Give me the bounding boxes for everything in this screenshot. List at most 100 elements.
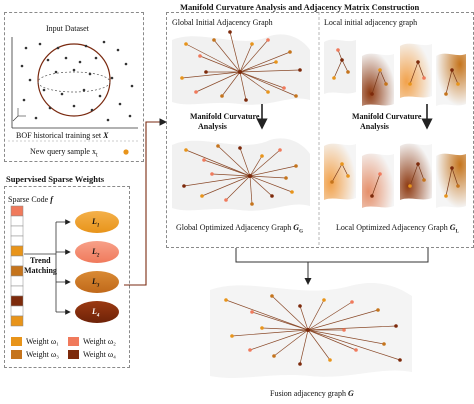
graph-edge: [249, 165, 297, 177]
graph-node: [250, 310, 254, 314]
graph-edge: [239, 147, 251, 177]
input-dataset-panel: [4, 12, 144, 162]
graph-edge: [199, 55, 241, 73]
graph-edge: [239, 71, 247, 101]
graph-node: [180, 76, 184, 80]
graph-edge: [239, 71, 297, 97]
analysis-right-1: Manifold Curvature: [352, 112, 422, 121]
library-l4-label: L4: [92, 307, 100, 319]
graph-node: [342, 328, 346, 332]
graph-node: [182, 184, 186, 188]
graph-edge: [299, 329, 309, 365]
library-l3-label: L3: [92, 277, 100, 289]
graph-node: [270, 194, 274, 198]
graph-edge: [239, 71, 269, 93]
global-initial-label: Global Initial Adjacency Graph: [172, 18, 273, 27]
graph-node: [284, 176, 288, 180]
graph-node: [260, 326, 264, 330]
graph-node: [266, 38, 270, 42]
graph-node: [250, 202, 254, 206]
graph-edge: [307, 325, 397, 331]
graph-node: [272, 354, 276, 358]
graph-edge: [239, 39, 269, 73]
global-initial-graph: [172, 30, 310, 105]
graph-edge: [307, 299, 325, 331]
graph-edge: [299, 305, 309, 331]
graph-edge: [307, 329, 357, 351]
graph-node: [216, 144, 220, 148]
graph-edge: [249, 155, 263, 177]
analysis-left-2: Analysis: [198, 122, 227, 131]
graph-node: [294, 164, 298, 168]
local-initial-label: Local initial adjacency graph: [324, 18, 418, 27]
input-dataset-plot: [8, 37, 140, 155]
global-optimized-label: Global Optimized Adjacency Graph GG: [176, 223, 303, 235]
graph-center-node: [238, 70, 242, 74]
graph-node: [224, 198, 228, 202]
legend-weight-2: Weight ω₂: [83, 337, 116, 346]
graph-node: [328, 358, 332, 362]
graph-node: [204, 70, 208, 74]
graph-edge: [213, 39, 241, 73]
sparse-weights-title: Supervised Sparse Weights: [6, 174, 105, 184]
graph-node: [322, 298, 326, 302]
graph-edge: [225, 299, 309, 331]
graph-edge: [249, 175, 253, 205]
graph-edge: [185, 149, 251, 177]
graph-edge: [239, 71, 285, 89]
graph-node: [210, 172, 214, 176]
training-set-label: BOF historical training set X: [16, 131, 109, 140]
manifold-title: Manifold Curvature Analysis and Adjacenc…: [180, 2, 420, 12]
graph-node: [230, 334, 234, 338]
library-ellipses: [75, 211, 119, 323]
graph-edge: [239, 61, 277, 73]
graph-edge: [273, 329, 309, 357]
graph-edge: [307, 309, 379, 331]
sparse-code-cell: [10, 315, 24, 327]
local-optimized-label: Local Optimized Adjacency Graph GL: [336, 223, 459, 235]
library-l1-label: L1: [92, 217, 100, 229]
legend-weight-1: Weight ω₁: [26, 337, 59, 346]
global-optimized-graph: [172, 138, 310, 211]
legend-weight-4: Weight ω₄: [83, 350, 116, 359]
graph-center-node: [306, 328, 310, 332]
graph-edge: [181, 71, 241, 79]
graph-edge: [183, 175, 251, 187]
graph-node: [184, 148, 188, 152]
graph-node: [354, 348, 358, 352]
trend-matching-label-1: Trend: [30, 256, 51, 265]
graph-edge: [221, 71, 241, 97]
query-sample-label: New query sample xt: [30, 147, 98, 159]
fusion-connector: [235, 248, 429, 285]
library-l2-label: L2: [92, 247, 100, 259]
graph-edge: [195, 71, 241, 93]
graph-edge: [249, 329, 309, 351]
fusion-graph-label: Fusion adjacency graph G: [270, 389, 354, 398]
graph-node: [198, 54, 202, 58]
graph-edge: [249, 175, 293, 193]
graph-node: [238, 146, 242, 150]
graph-node: [260, 154, 264, 158]
graph-edge: [203, 159, 251, 177]
graph-node: [282, 86, 286, 90]
local-optimized-tiles: [324, 143, 466, 208]
graph-node: [298, 304, 302, 308]
graph-node: [394, 324, 398, 328]
graph-edge: [307, 329, 385, 345]
graph-edge: [249, 175, 273, 197]
graph-node: [376, 308, 380, 312]
graph-node: [270, 294, 274, 298]
flow-arrow-to-manifold: [124, 118, 168, 286]
graph-node: [350, 300, 354, 304]
sparse-code-column: [10, 205, 24, 327]
analysis-left-1: Manifold Curvature: [190, 112, 260, 121]
graph-node: [382, 342, 386, 346]
graph-edge: [261, 327, 309, 331]
graph-edge: [271, 295, 309, 331]
sparse-code-label: Sparse Code f: [8, 195, 53, 204]
graph-node: [200, 194, 204, 198]
graph-edge: [217, 145, 251, 177]
graph-center-node: [248, 174, 252, 178]
graph-edge: [249, 149, 281, 177]
graph-node: [244, 98, 248, 102]
